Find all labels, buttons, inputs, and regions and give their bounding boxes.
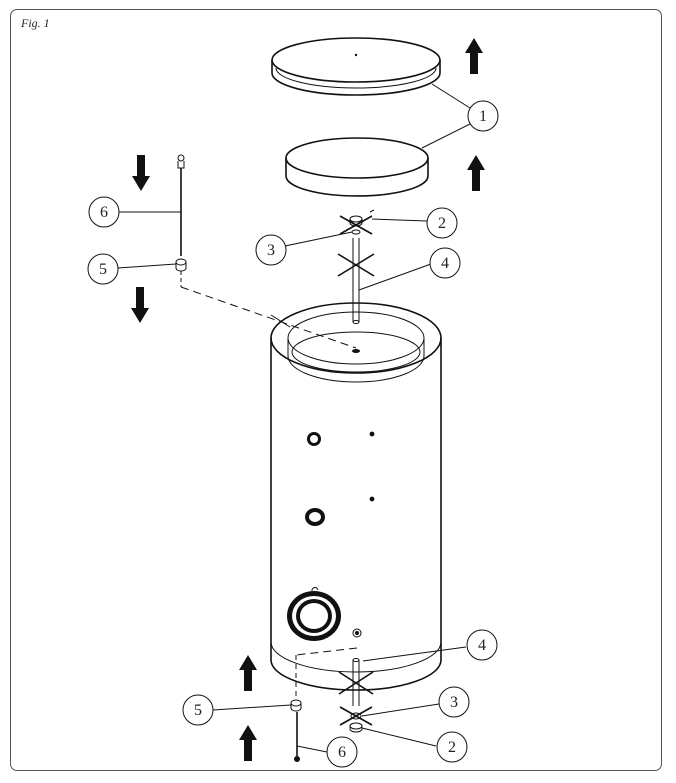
callout-1: 1 — [467, 100, 499, 132]
callout-6-lower: 6 — [326, 736, 358, 768]
callout-3-upper-label: 3 — [267, 242, 275, 259]
callout-5-lower-label: 5 — [194, 702, 202, 719]
callout-5-upper-label: 5 — [99, 261, 107, 278]
callout-6-upper-label: 6 — [100, 204, 108, 221]
callout-2-lower-label: 2 — [448, 739, 456, 756]
callout-1-label: 1 — [479, 108, 487, 125]
down-arrow-mid-left — [131, 287, 149, 323]
callout-2-lower: 2 — [436, 731, 468, 763]
callout-5-lower: 5 — [182, 694, 214, 726]
callout-4-upper: 4 — [429, 247, 461, 279]
leader-lines — [117, 83, 471, 753]
lower-sensor-assembly — [290, 647, 358, 762]
callout-6-upper: 6 — [88, 196, 120, 228]
up-arrow-bottom-left-2 — [239, 725, 257, 761]
callout-4-upper-label: 4 — [441, 255, 449, 272]
down-arrow-top-left — [132, 155, 150, 191]
callout-6-lower-label: 6 — [338, 744, 346, 761]
upper-anode-assembly — [337, 209, 375, 324]
callout-4-lower-label: 4 — [478, 637, 486, 654]
top-cover — [271, 37, 441, 96]
water-tank — [270, 302, 442, 691]
lower-anode-assembly — [338, 658, 374, 733]
figure-frame — [10, 9, 662, 771]
callout-3-lower-label: 3 — [450, 694, 458, 711]
callout-2-upper: 2 — [426, 207, 458, 239]
callout-3-lower: 3 — [438, 686, 470, 718]
up-arrow-bottom-left-1 — [239, 655, 257, 691]
up-arrow-second-cover — [467, 155, 485, 191]
figure-caption: Fig. 1 — [21, 16, 50, 30]
up-arrow-top-cover — [465, 38, 483, 74]
callout-2-upper-label: 2 — [438, 215, 446, 232]
insulation-disc — [285, 137, 429, 197]
callout-4-lower: 4 — [466, 629, 498, 661]
callout-3-upper: 3 — [255, 234, 287, 266]
callout-5-upper: 5 — [87, 253, 119, 285]
